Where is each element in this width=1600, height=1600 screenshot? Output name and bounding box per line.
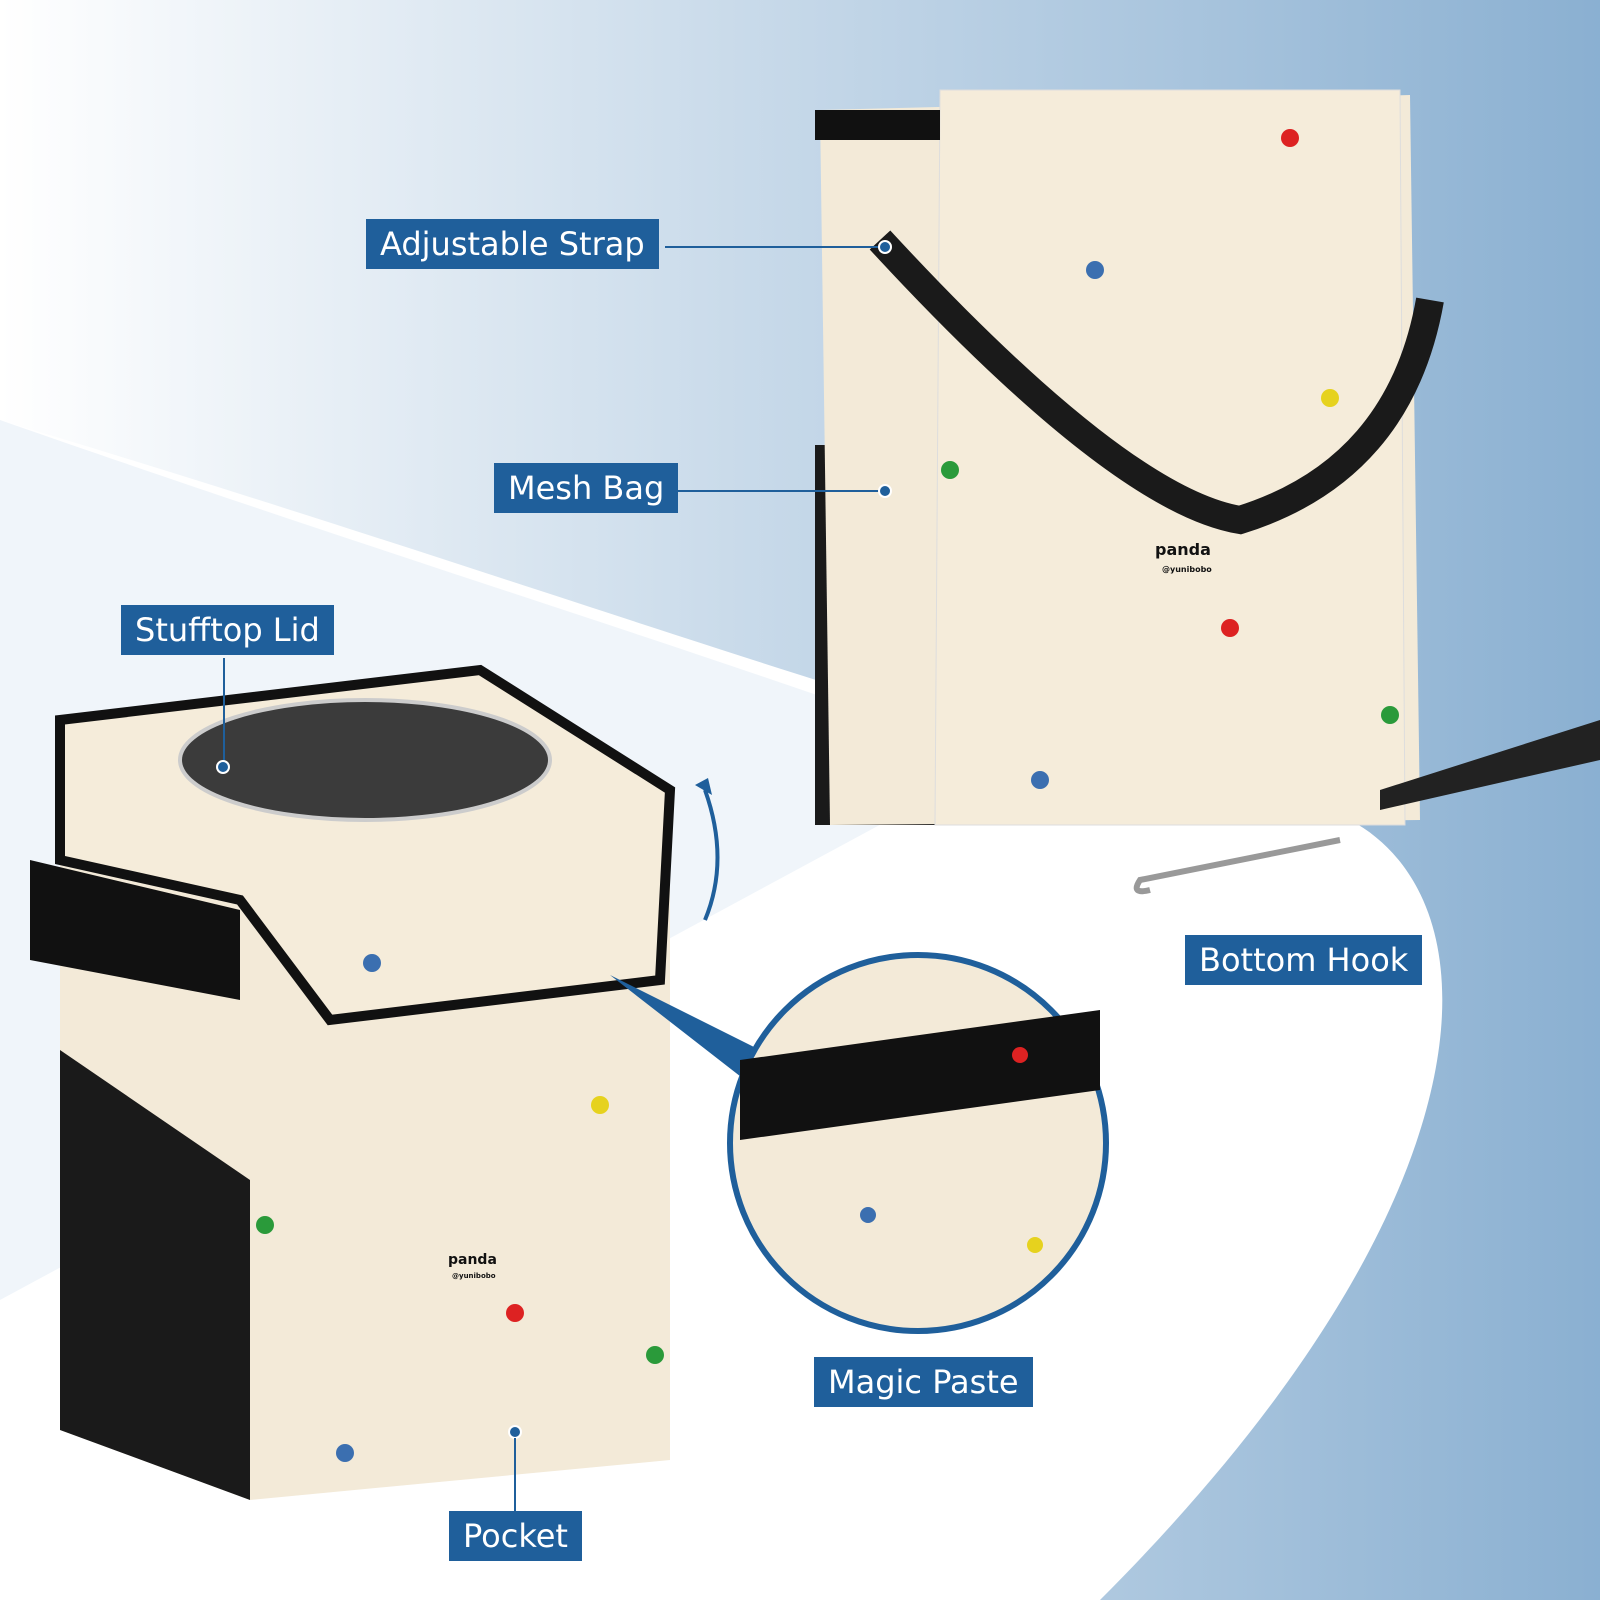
stufftop-lid-leader [223, 658, 225, 766]
magic-paste-label: Magic Paste [814, 1357, 1033, 1407]
adjustable-strap-label: Adjustable Strap [366, 219, 659, 269]
bag-print-brand: panda [1155, 540, 1211, 559]
magic-paste-detail [610, 952, 1109, 1334]
mesh-bag-leader [665, 490, 885, 492]
stufftop-lid-label: Stufftop Lid [121, 605, 334, 655]
pocket-label: Pocket [449, 1511, 582, 1561]
bag-print-handle-left: @yunibobo [452, 1272, 496, 1280]
bag-print-handle: @yunibobo [1162, 565, 1212, 574]
mesh-bag-marker [878, 484, 892, 498]
left-bag [30, 664, 720, 1500]
pocket-marker [508, 1425, 522, 1439]
mesh-bag-label: Mesh Bag [494, 463, 679, 513]
stufftop-lid-marker [216, 760, 230, 774]
pocket-leader [514, 1438, 516, 1513]
bottom-hook-label: Bottom Hook [1185, 935, 1423, 985]
bag-print-brand-left: panda [448, 1252, 497, 1268]
right-bag [815, 89, 1600, 895]
adjustable-strap-leader [665, 246, 885, 248]
adjustable-strap-marker [878, 240, 892, 254]
